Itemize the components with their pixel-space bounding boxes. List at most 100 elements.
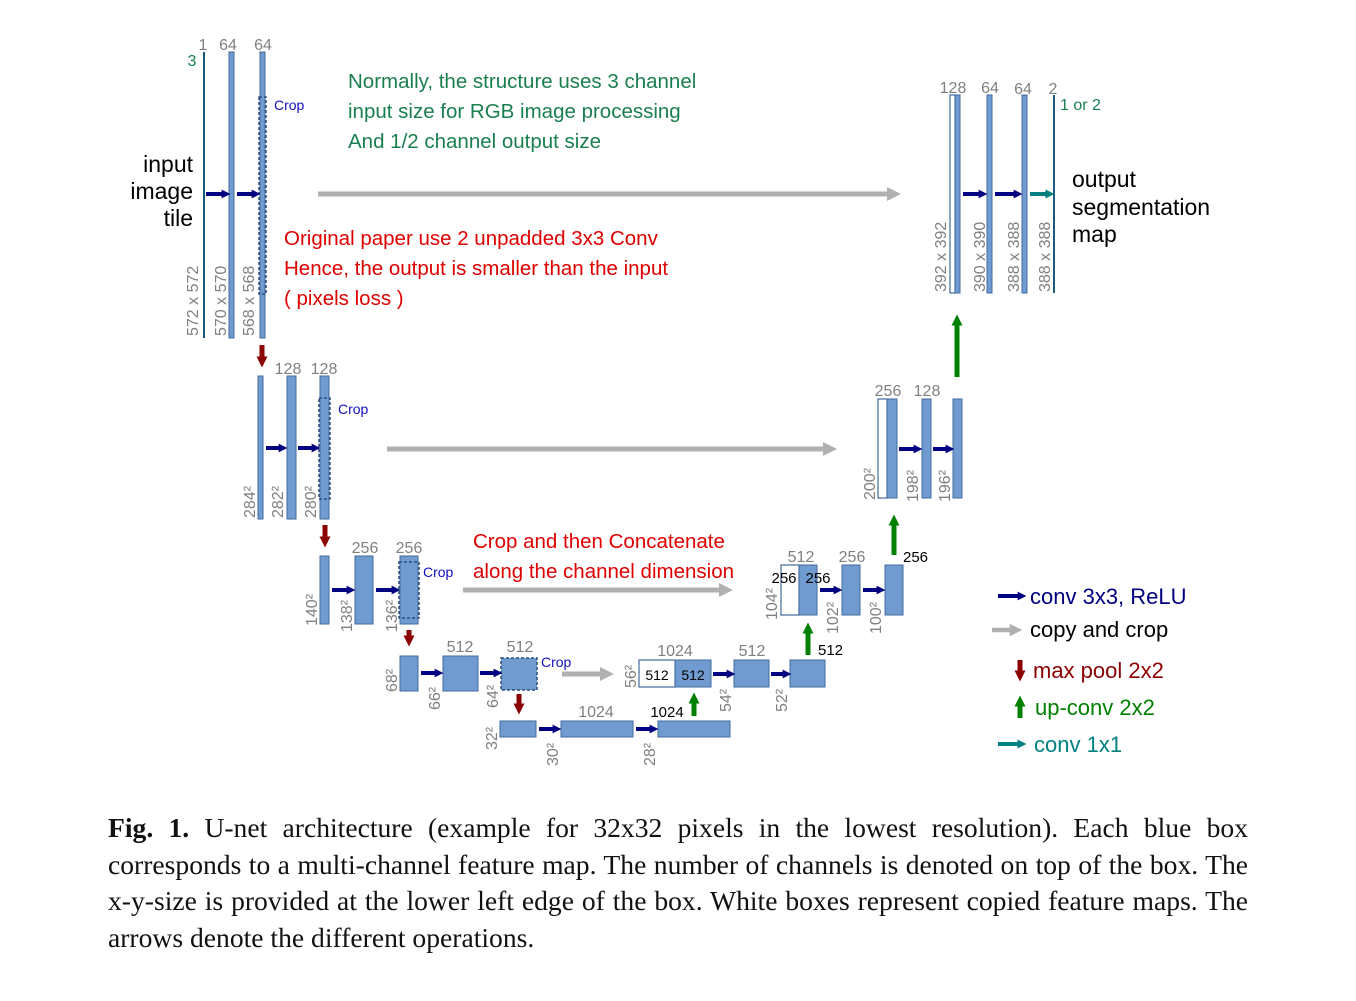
output-label: output segmentation map bbox=[1072, 166, 1210, 247]
crop-label: Crop bbox=[541, 654, 572, 670]
figure-caption-prefix: Fig. 1. bbox=[108, 812, 190, 843]
feature-map-r3-c bbox=[884, 564, 904, 616]
feature-map-r3-b bbox=[841, 564, 861, 616]
concat-note-line: along the channel dimension bbox=[473, 560, 734, 583]
red-note-line: Original paper use 2 unpadded 3x3 Conv bbox=[284, 227, 659, 250]
channel-label: 64 bbox=[254, 37, 272, 54]
decoder-level-2: 256 128 200² 198² 196² bbox=[862, 383, 963, 502]
size-label: 200² bbox=[862, 467, 879, 500]
input-label-line: tile bbox=[164, 205, 193, 231]
decoder-level-4: 1024 512 512 512 512 56² 54² 52² bbox=[623, 642, 843, 712]
crop-region-l3 bbox=[398, 561, 420, 619]
feature-map-l3-b bbox=[354, 555, 374, 625]
size-label: 198² bbox=[905, 469, 922, 502]
size-label: 28² bbox=[642, 742, 659, 766]
feature-map-l3-a bbox=[319, 555, 330, 625]
legend-copy-label: copy and crop bbox=[1030, 617, 1168, 642]
skip-connections bbox=[318, 187, 901, 681]
feature-map-l1-b bbox=[259, 51, 266, 339]
channel-label: 64 bbox=[981, 80, 999, 97]
encoder-level-3: 256 256 Crop 140² 138² 136² bbox=[304, 540, 454, 632]
size-label: 140² bbox=[304, 593, 321, 626]
output-label-line: output bbox=[1072, 166, 1137, 192]
channel-label: 128 bbox=[914, 383, 941, 400]
size-label: 64² bbox=[485, 684, 502, 708]
decoder-level-3: 512 256 256 256 256 104² 102² 100² bbox=[764, 549, 928, 634]
feature-map-r4-c bbox=[789, 659, 826, 688]
size-label: 54² bbox=[718, 688, 735, 712]
channel-label: 128 bbox=[275, 361, 302, 378]
encoder-level-1: 1 64 64 3 Crop 572 x 572 570 x 570 568 x… bbox=[130, 37, 305, 339]
crop-region-l2 bbox=[318, 397, 331, 500]
feature-map-l5-c bbox=[657, 720, 731, 738]
legend: conv 3x3, ReLU copy and crop max pool 2x… bbox=[992, 584, 1187, 757]
feature-map-r4-up bbox=[674, 659, 712, 688]
channel-label: 512 bbox=[645, 667, 669, 683]
size-label: 68² bbox=[384, 668, 401, 692]
channel-label: 1024 bbox=[650, 704, 683, 721]
channel-label: 256 bbox=[875, 383, 902, 400]
feature-map-r1-up bbox=[954, 94, 961, 294]
size-label: 196² bbox=[937, 469, 954, 502]
encoder-level-4: 512 512 Crop 68² 66² 64² bbox=[384, 639, 572, 710]
feature-map-l5-b bbox=[560, 720, 634, 738]
size-label: 100² bbox=[868, 601, 885, 634]
red-note: Original paper use 2 unpadded 3x3 Conv H… bbox=[284, 227, 668, 310]
feature-map-l2-b bbox=[286, 375, 297, 520]
feature-map-l3-c bbox=[399, 555, 419, 625]
feature-map-r2-b bbox=[921, 398, 932, 499]
crop-label: Crop bbox=[338, 401, 369, 417]
bottleneck-level: 1024 1024 32² 30² 28² bbox=[484, 704, 731, 766]
channel-label: 1 bbox=[199, 37, 208, 54]
feature-map-l4-b bbox=[442, 655, 479, 692]
size-label: 32² bbox=[484, 726, 501, 750]
green-note: Normally, the structure uses 3 channel i… bbox=[348, 70, 696, 153]
copied-feature-map-r1 bbox=[949, 94, 956, 294]
size-label: 52² bbox=[774, 688, 791, 712]
channel-label: 256 bbox=[805, 570, 830, 587]
size-label: 388 x 388 bbox=[1037, 222, 1054, 292]
legend-up-label: up-conv 2x2 bbox=[1035, 695, 1155, 720]
crop-region-l1 bbox=[258, 96, 267, 295]
size-label: 284² bbox=[242, 485, 259, 518]
size-label: 570 x 570 bbox=[213, 266, 230, 336]
feature-map-l4-a bbox=[399, 655, 419, 692]
size-label: 390 x 390 bbox=[972, 222, 989, 292]
size-label: 568 x 568 bbox=[241, 266, 258, 336]
channel-label: 128 bbox=[311, 361, 338, 378]
channel-label: 256 bbox=[839, 549, 866, 566]
size-label: 388 x 388 bbox=[1006, 222, 1023, 292]
output-channel-note: 1 or 2 bbox=[1060, 97, 1101, 114]
channel-label: 2 bbox=[1049, 81, 1058, 98]
feature-map-l4-c bbox=[500, 657, 538, 691]
feature-map-r4-b bbox=[733, 659, 770, 688]
crop-label: Crop bbox=[274, 97, 305, 113]
channel-label: 512 bbox=[447, 639, 474, 656]
output-label-line: segmentation bbox=[1072, 194, 1210, 220]
channel-label: 128 bbox=[940, 80, 967, 97]
channel-label: 256 bbox=[771, 570, 796, 587]
feature-map-r2-up bbox=[886, 398, 898, 499]
size-label: 572 x 572 bbox=[185, 266, 202, 336]
channel-label: 1024 bbox=[578, 704, 614, 721]
rgb-channel-label: 3 bbox=[188, 53, 197, 70]
channel-label: 64 bbox=[1014, 81, 1032, 98]
size-label: 136² bbox=[384, 599, 401, 632]
copied-feature-map-r4 bbox=[638, 659, 676, 688]
size-label: 102² bbox=[825, 601, 842, 634]
size-label: 30² bbox=[545, 742, 562, 766]
input-label: input image tile bbox=[130, 151, 193, 231]
size-label: 282² bbox=[270, 485, 287, 518]
size-label: 392 x 392 bbox=[933, 222, 950, 292]
size-label: 138² bbox=[339, 599, 356, 632]
size-label: 104² bbox=[764, 587, 781, 620]
channel-label: 64 bbox=[219, 37, 237, 54]
input-label-line: image bbox=[130, 178, 193, 204]
channel-label: 512 bbox=[681, 667, 705, 683]
figure-caption: Fig. 1. U-net architecture (example for … bbox=[108, 810, 1248, 956]
channel-label: 512 bbox=[818, 642, 843, 659]
encoder-level-2: 128 128 Crop 284² 282² 280² bbox=[242, 361, 369, 520]
size-label: 280² bbox=[303, 485, 320, 518]
channel-label: 256 bbox=[352, 540, 379, 557]
channel-label: 512 bbox=[507, 639, 534, 656]
